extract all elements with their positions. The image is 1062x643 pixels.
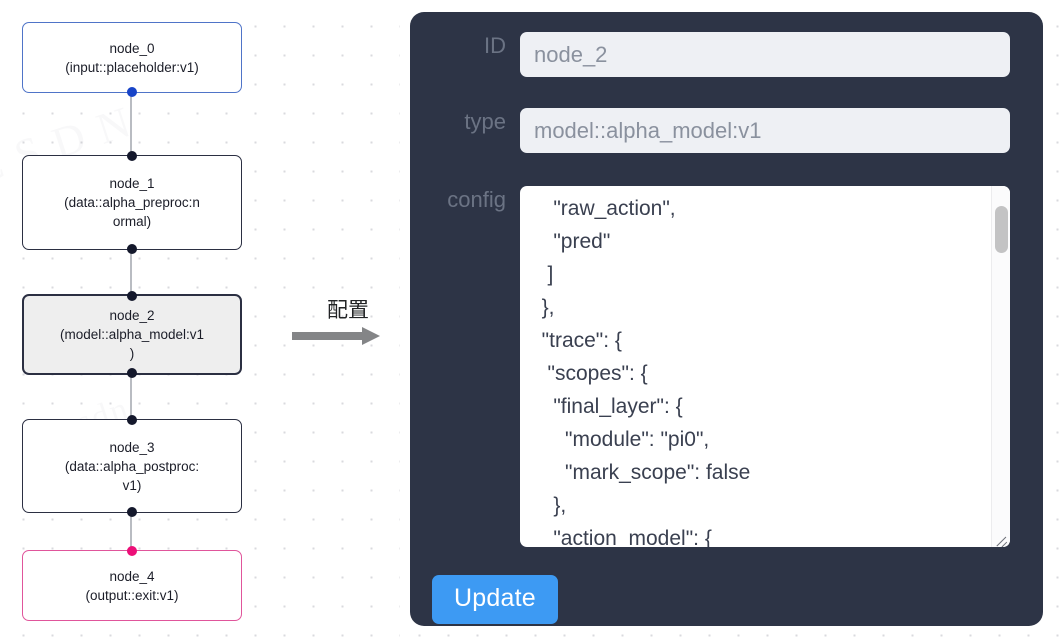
config-textarea-wrapper: "raw_action", "pred" ] }, "trace": { "sc…: [520, 186, 1010, 547]
transition-annotation: 配置: [290, 297, 400, 345]
config-textarea[interactable]: "raw_action", "pred" ] }, "trace": { "sc…: [520, 186, 992, 547]
node-subtitle-line1: (data::alpha_preproc:n: [64, 195, 200, 210]
config-scrollbar[interactable]: [991, 186, 1010, 547]
graph-node-node_4[interactable]: node_4 (output::exit:v1): [22, 546, 242, 621]
node-handle-target[interactable]: [127, 415, 137, 425]
node-handle-target[interactable]: [127, 151, 137, 161]
update-button[interactable]: Update: [432, 575, 558, 624]
node-title: node_4: [109, 568, 155, 584]
edge-node0-node1: [130, 93, 132, 155]
node-subtitle: (output::exit:v1): [85, 587, 179, 603]
field-row-config: config "raw_action", "pred" ] }, "trace"…: [410, 186, 1010, 547]
config-scrollbar-thumb[interactable]: [995, 206, 1008, 253]
node-handle-source[interactable]: [127, 507, 137, 517]
edge-node3-node4: [130, 513, 132, 550]
node-handle-source[interactable]: [127, 368, 137, 378]
resize-grip-icon[interactable]: [992, 529, 1009, 546]
edge-node1-node2: [130, 250, 132, 294]
node-subtitle-line2: ormal): [112, 214, 152, 229]
node-handle-source[interactable]: [127, 244, 137, 254]
graph-node-node_0[interactable]: node_0 (input::placeholder:v1): [22, 22, 242, 97]
node-handle-target[interactable]: [127, 291, 137, 301]
node-title: node_1: [109, 176, 155, 191]
node-title: node_2: [109, 308, 155, 323]
node-subtitle-line2: v1): [122, 477, 142, 493]
id-input[interactable]: [520, 32, 1010, 77]
node-config-panel: ID type config "raw_action", "pred" ] },…: [410, 12, 1043, 626]
node-subtitle-line1: (data::alpha_postproc:: [64, 458, 200, 474]
type-input[interactable]: [520, 108, 1010, 153]
field-row-id: ID: [410, 32, 1010, 77]
node-subtitle: (input::placeholder:v1): [65, 59, 199, 75]
node-subtitle-line2: ): [129, 346, 135, 361]
node-title: node_3: [109, 439, 155, 455]
graph-node-node_2[interactable]: node_2 (model::alpha_model:v1 ): [22, 291, 242, 378]
id-field-label: ID: [484, 33, 506, 58]
config-field-label: config: [447, 187, 506, 212]
node-subtitle-line1: (model::alpha_model:v1: [59, 327, 205, 342]
field-row-type: type: [410, 108, 1010, 153]
node-handle-target[interactable]: [127, 546, 137, 556]
node-title: node_0: [109, 40, 155, 56]
type-field-label: type: [464, 109, 506, 134]
node-handle-source[interactable]: [127, 87, 137, 97]
arrow-right-icon: [290, 327, 400, 345]
graph-node-node_3[interactable]: node_3 (data::alpha_postproc: v1): [22, 415, 242, 517]
node-graph-canvas[interactable]: C S D N csdn node_0 (input::placeholder:…: [0, 0, 400, 643]
transition-label: 配置: [327, 298, 369, 322]
edge-node2-node3: [130, 375, 132, 419]
graph-node-node_1[interactable]: node_1 (data::alpha_preproc:n ormal): [22, 151, 242, 254]
